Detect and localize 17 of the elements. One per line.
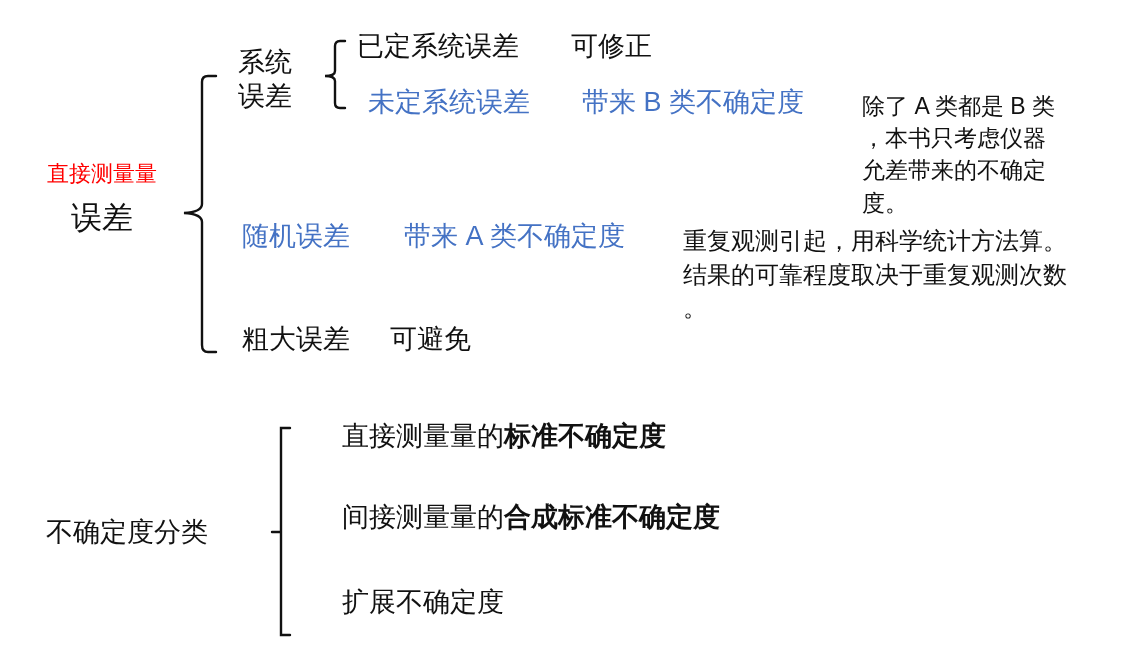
note-text: 除了 A 类都是 B 类，本书只考虑仪器允差带来的不确定度。 (862, 92, 1056, 218)
branch-label: 扩展不确定度 (342, 586, 504, 619)
branch-label: 未定系统误差 (368, 86, 530, 119)
remark-label: 可修正 (571, 30, 652, 63)
category-label: 误差 (71, 199, 133, 237)
remark-label: 带来 B 类不确定度 (582, 86, 804, 119)
branch-label: 系统误差 (238, 46, 293, 113)
branch-label: 间接测量量的合成标准不确定度 (342, 501, 720, 534)
remark-label: 带来 A 类不确定度 (404, 220, 625, 253)
branch-label: 直接测量量的标准不确定度 (342, 420, 666, 453)
annotation-label: 直接测量量 (47, 160, 157, 188)
branch-label: 已定系统误差 (357, 30, 519, 63)
remark-label: 可避免 (390, 323, 471, 356)
branch-label: 随机误差 (242, 220, 350, 253)
note-text: 重复观测引起，用科学统计方法算。结果的可靠程度取决于重复观测次数。 (683, 226, 1068, 324)
category-label: 不确定度分类 (46, 516, 208, 549)
branch-label: 粗大误差 (242, 323, 350, 356)
